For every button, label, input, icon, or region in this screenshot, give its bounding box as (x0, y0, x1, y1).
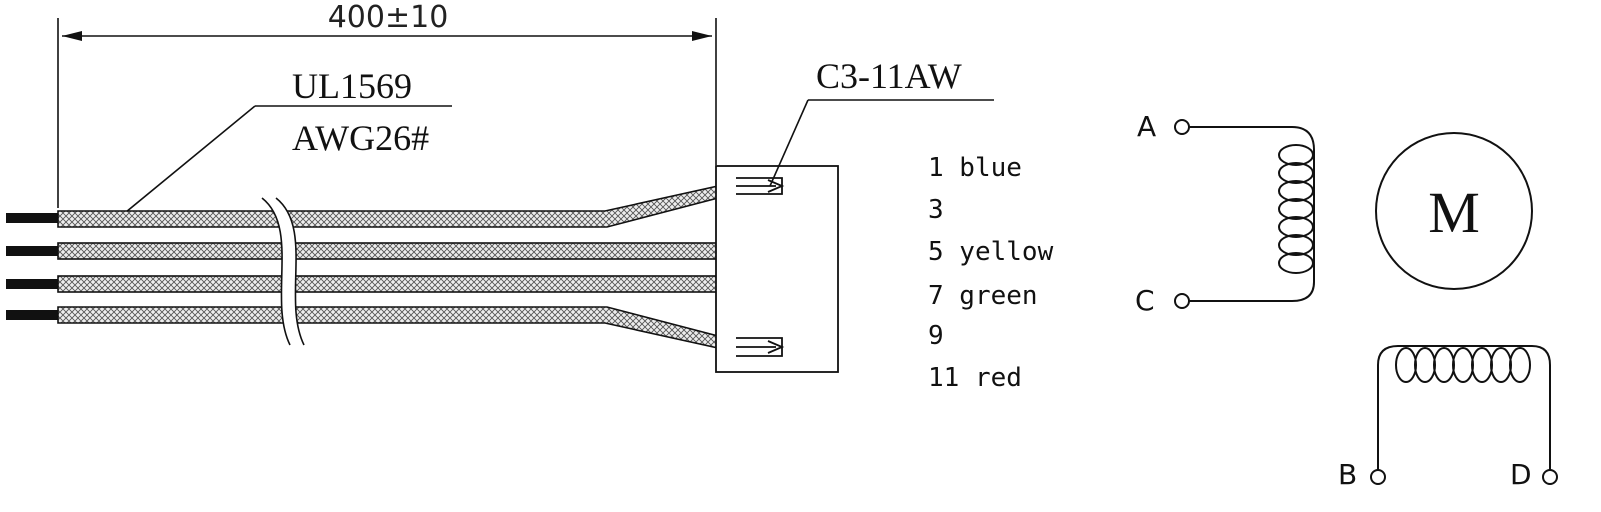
motor-letter: M (1428, 180, 1480, 245)
connector-housing (715, 165, 839, 373)
wire-tips (6, 213, 58, 320)
wire-bundle (57, 185, 719, 349)
connector-leader-line (769, 99, 994, 187)
terminal-c-label: C (1135, 284, 1155, 317)
dimension-line (57, 18, 717, 208)
pin-label: 7 green (928, 281, 1038, 311)
cable-leader-line (125, 105, 452, 213)
pinout-list: 1 blue 3 5 yellow 7 green 9 11 red (928, 153, 1054, 393)
pin-label: 1 blue (928, 153, 1022, 183)
motor-symbol: M (1375, 132, 1533, 290)
wire-1 (57, 185, 719, 228)
connector-model-label: C3-11AW (816, 56, 962, 96)
wire-2 (57, 242, 719, 260)
pin-label: 11 red (928, 363, 1022, 393)
dimension-label: 400±10 (328, 0, 449, 35)
terminal-b-label: B (1338, 458, 1357, 491)
cable-break-marks (261, 197, 305, 346)
coil-a-c (1174, 119, 1315, 309)
cable-gauge-label: AWG26# (292, 118, 429, 158)
terminal-d-label: D (1510, 458, 1532, 491)
pin-label: 3 (928, 195, 944, 225)
coil-b-d (1370, 345, 1558, 485)
cable-type-label: UL1569 (292, 66, 412, 106)
wire-3 (57, 275, 719, 293)
pin-label: 5 yellow (928, 237, 1054, 267)
pin-label: 9 (928, 321, 944, 351)
terminal-a-label: A (1137, 110, 1156, 143)
wire-4 (57, 306, 719, 349)
